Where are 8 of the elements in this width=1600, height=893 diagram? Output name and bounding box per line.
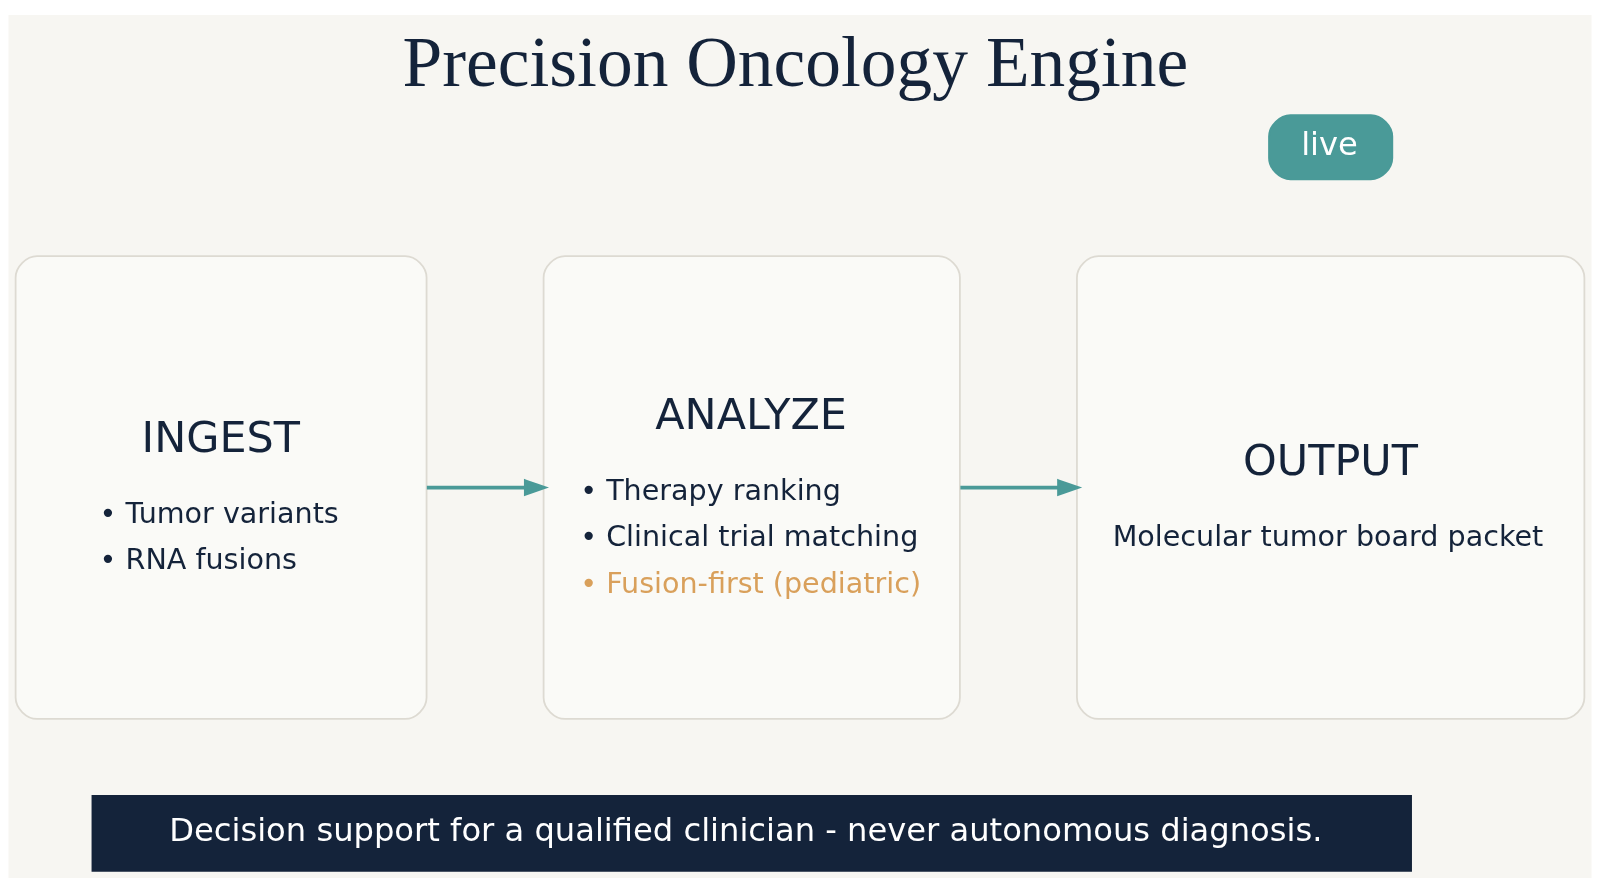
arrow <box>960 478 1083 497</box>
diagram-title: Precision Oncology Engine <box>402 22 1189 102</box>
node-box: OUTPUT Molecular tumor board packet <box>1076 255 1586 720</box>
node-box: live <box>1268 114 1394 181</box>
node-box: ANALYZE • Therapy ranking • Clinical trial matching • Fusion-first (pediatric) <box>542 255 961 720</box>
node-box: INGEST • Tumor variants • RNA fusions <box>14 255 428 720</box>
arrow <box>426 478 549 497</box>
caption: Decision support for a qualified clinician - never autonomous diagnosis. <box>169 811 1323 850</box>
